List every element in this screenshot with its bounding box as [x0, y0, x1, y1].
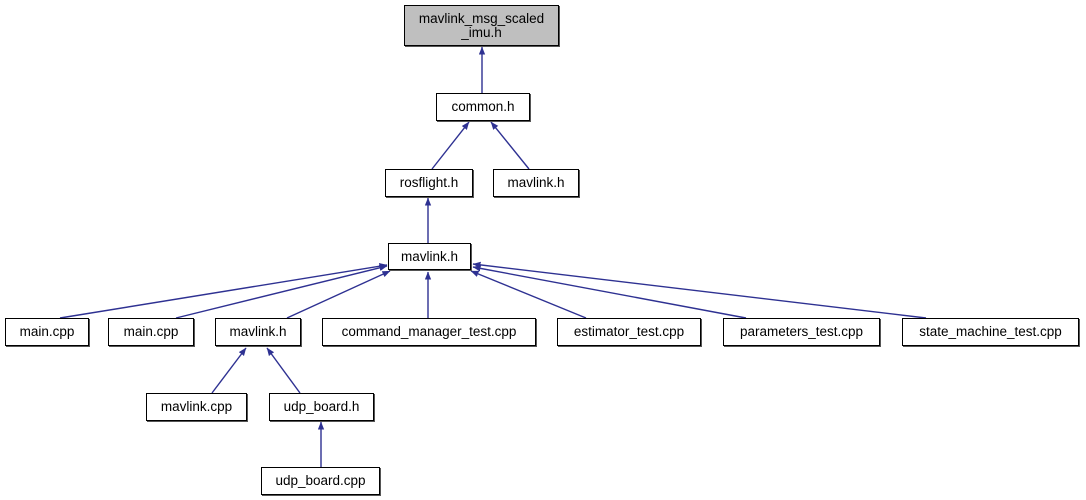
node-label: command_manager_test.cpp — [341, 324, 517, 339]
node-label: common.h — [451, 99, 515, 114]
node-label: mavlink.h — [507, 175, 565, 190]
node-label: estimator_test.cpp — [573, 324, 685, 339]
edge-mavlink_h_bottom-to-mavlink_h_mid — [286, 270, 391, 319]
node-command_manager_test_cpp[interactable]: command_manager_test.cpp — [322, 318, 536, 346]
edge-parameters_test_cpp-to-mavlink_h_mid — [472, 265, 747, 319]
node-label: udp_board.h — [283, 399, 360, 414]
node-label: main.cpp — [123, 324, 179, 339]
node-rosflight_h[interactable]: rosflight.h — [385, 169, 473, 197]
node-label: main.cpp — [19, 324, 75, 339]
edge-main_cpp_2-to-mavlink_h_mid — [175, 264, 388, 319]
edge-udp_board_h-to-mavlink_h_bottom — [266, 347, 301, 394]
edge-mavlink_cpp-to-mavlink_h_bottom — [211, 347, 247, 394]
node-label: rosflight.h — [399, 175, 459, 190]
edge-main_cpp_1-to-mavlink_h_mid — [59, 263, 388, 319]
node-udp_board_h[interactable]: udp_board.h — [269, 393, 374, 421]
node-label: parameters_test.cpp — [739, 324, 864, 339]
node-mavlink_h_bottom[interactable]: mavlink.h — [215, 318, 301, 346]
edge-rosflight_h-to-common_h — [431, 121, 470, 170]
node-label: state_machine_test.cpp — [919, 324, 1062, 339]
edge-state_machine_test_cpp-to-mavlink_h_mid — [472, 261, 927, 319]
node-mavlink_msg_scaled_imu_h: mavlink_msg_scaled _imu.h — [404, 5, 559, 46]
edge-estimator_test_cpp-to-mavlink_h_mid — [470, 270, 587, 319]
node-common_h[interactable]: common.h — [436, 93, 530, 121]
node-udp_board_cpp[interactable]: udp_board.cpp — [261, 467, 380, 495]
node-estimator_test_cpp[interactable]: estimator_test.cpp — [557, 318, 701, 346]
node-mavlink_h_top[interactable]: mavlink.h — [493, 169, 579, 197]
node-main_cpp_2[interactable]: main.cpp — [108, 318, 194, 346]
node-label: mavlink.h — [229, 324, 287, 339]
edge-mavlink_h_top-to-common_h — [490, 121, 530, 170]
node-label: mavlink_msg_scaled _imu.h — [418, 10, 545, 40]
node-main_cpp_1[interactable]: main.cpp — [5, 318, 89, 346]
node-label: mavlink.cpp — [160, 399, 233, 414]
node-parameters_test_cpp[interactable]: parameters_test.cpp — [723, 318, 880, 346]
node-state_machine_test_cpp[interactable]: state_machine_test.cpp — [902, 318, 1079, 346]
node-label: mavlink.h — [400, 248, 459, 264]
node-mavlink_cpp[interactable]: mavlink.cpp — [146, 393, 247, 421]
node-mavlink_h_mid[interactable]: mavlink.h — [388, 243, 471, 270]
node-label: udp_board.cpp — [275, 473, 366, 488]
